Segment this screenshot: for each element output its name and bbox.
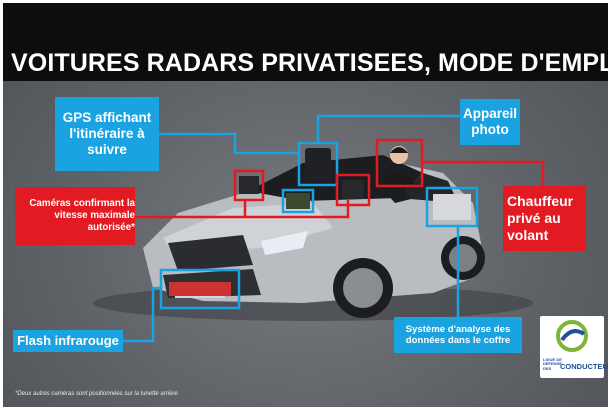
flash-box: [159, 268, 241, 310]
car-scene: [93, 114, 545, 343]
flash-device: [169, 282, 231, 296]
camera-right-box: [335, 173, 371, 207]
connector-cameras: [135, 193, 350, 219]
rear-rim: [449, 244, 477, 272]
gps-box: [297, 141, 339, 187]
gps-screen: [286, 193, 310, 209]
car-grille: [168, 235, 253, 271]
car-headlight: [261, 231, 308, 255]
gps-device: [305, 148, 331, 180]
connector-flash: [123, 286, 161, 343]
logo-line1: LIGUE DE DÉFENSE DES: [543, 357, 562, 371]
connector-photo: [316, 114, 460, 143]
logo-emblem-icon: [556, 320, 588, 352]
label-flash: Flash infrarouge: [13, 330, 123, 352]
label-gps: GPS affichant l'itinéraire à suivre: [55, 97, 159, 171]
logo-line2: CONDUCTEURS: [560, 362, 608, 371]
logo: LIGUE DE DÉFENSE DES CONDUCTEURS: [540, 316, 608, 378]
front-rim: [343, 268, 383, 308]
label-photo: Appareil photo: [460, 99, 520, 145]
system-device: [433, 194, 471, 220]
label-chauffeur: Chauffeur privé au volant: [503, 186, 586, 251]
camera-left-box: [233, 169, 265, 202]
label-cameras: Caméras confirmant la vitesse maximale a…: [15, 187, 135, 245]
label-system: Système d'analyse des données dans le co…: [394, 317, 522, 353]
driver-hair: [390, 147, 408, 153]
footnote: *Deux autres caméras sont positionnées s…: [15, 391, 178, 397]
driver-box: [375, 138, 424, 188]
camera-right-device: [342, 180, 364, 199]
title-bar: VOITURES RADARS PRIVATISEES, MODE D'EMPL…: [3, 3, 608, 81]
connector-chauffeur: [422, 160, 545, 186]
small-gps-box: [281, 188, 315, 214]
driver-body: [383, 173, 415, 184]
camera-left-device: [239, 176, 259, 194]
infographic: VOITURES RADARS PRIVATISEES, MODE D'EMPL…: [3, 3, 608, 407]
system-box: [425, 186, 479, 228]
side-mirror: [386, 187, 411, 203]
connector-gps: [159, 132, 299, 155]
page-title: VOITURES RADARS PRIVATISEES, MODE D'EMPL…: [11, 49, 608, 77]
